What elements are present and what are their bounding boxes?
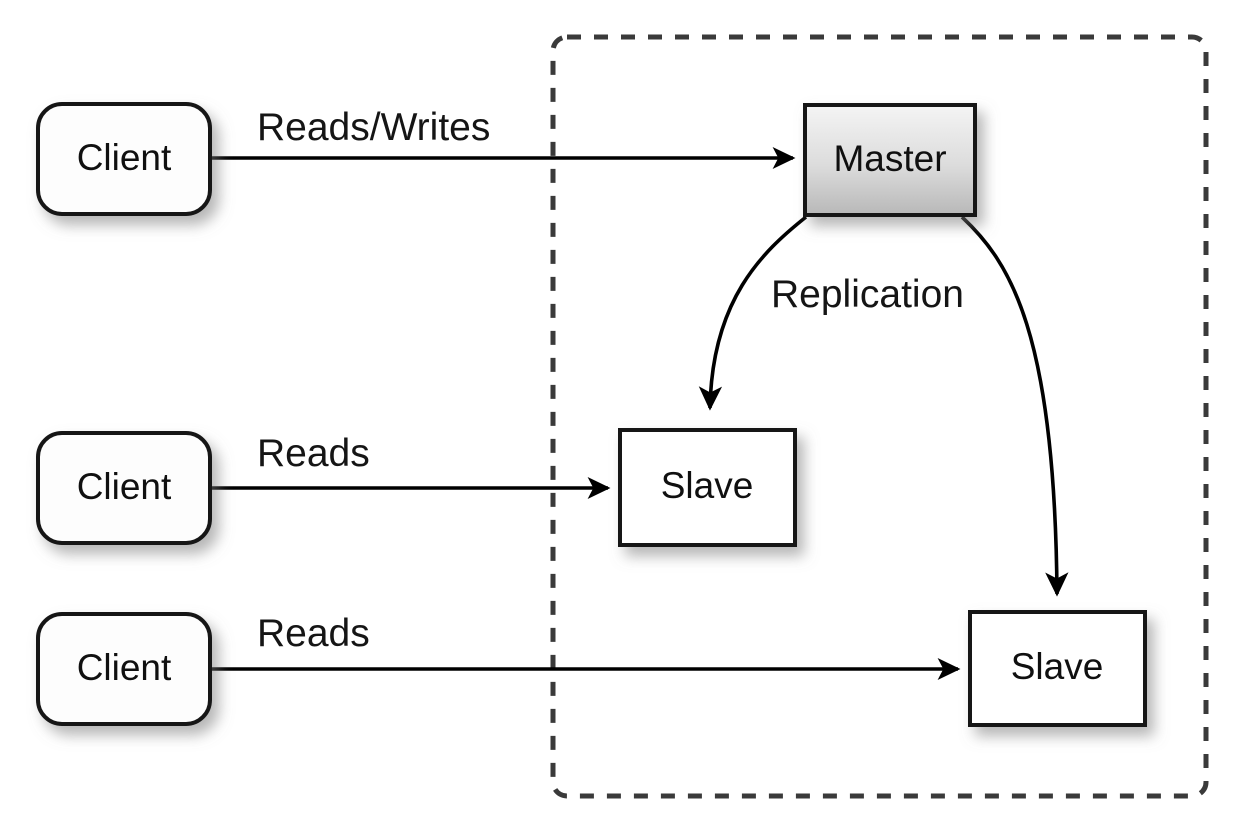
edge-label-reads-2: Reads <box>257 612 370 655</box>
edge-layer <box>212 146 1069 681</box>
slave-1-shape[interactable] <box>618 428 797 547</box>
slave-2-label: Slave <box>1011 646 1104 687</box>
client-2-label: Client <box>77 466 172 507</box>
slave-1-label: Slave <box>661 465 754 506</box>
edge-label-replication: Replication <box>771 273 964 316</box>
node-master[interactable]: Master <box>803 103 977 217</box>
master-shape[interactable] <box>803 103 977 217</box>
replication-boundary <box>550 34 1209 799</box>
client-1-shape[interactable] <box>36 102 212 216</box>
edge-master-slave1 <box>698 215 808 411</box>
node-client-3[interactable]: Client <box>36 612 212 726</box>
slave-2-shape[interactable] <box>968 610 1147 727</box>
edge-label-reads-writes: Reads/Writes <box>257 106 490 149</box>
edge-label-layer: Reads/Writes Replication Reads Reads <box>257 106 964 655</box>
client-3-shape[interactable] <box>36 612 212 726</box>
client-2-shape[interactable] <box>36 431 212 545</box>
node-slave-2[interactable]: Slave <box>968 610 1147 727</box>
client-1-label: Client <box>77 137 172 178</box>
edge-master-slave2 <box>960 215 1069 597</box>
node-client-2[interactable]: Client <box>36 431 212 545</box>
edge-label-reads-1: Reads <box>257 432 370 475</box>
master-label: Master <box>833 138 946 179</box>
client-3-label: Client <box>77 647 172 688</box>
node-client-1[interactable]: Client <box>36 102 212 216</box>
node-slave-1[interactable]: Slave <box>618 428 797 547</box>
